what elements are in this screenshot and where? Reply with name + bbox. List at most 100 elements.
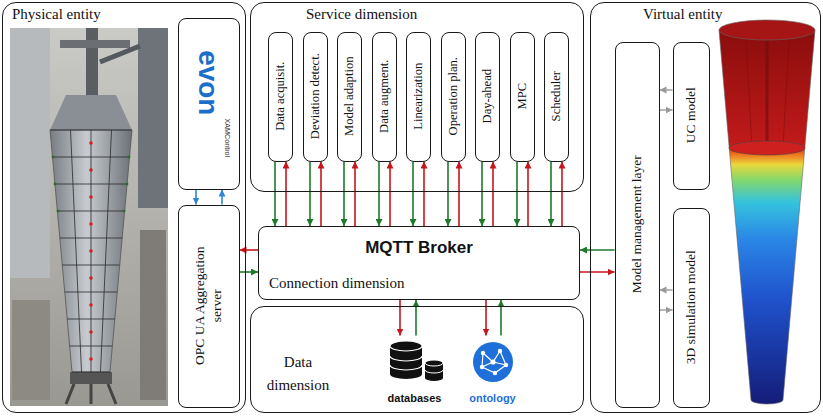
entity-panel: Physical entity evonXAMControlOPC UA Aggr… [2, 2, 246, 413]
illustration-part [480, 349, 508, 375]
rotated-frame: 3D simulation model [674, 209, 708, 406]
illustration-part [504, 363, 508, 367]
illustration-part [50, 130, 132, 372]
dimension-panel: Service dimensionData acquisit. Deviation… [250, 2, 584, 192]
node-text: Model adaption [341, 57, 356, 136]
database-node: databases [378, 336, 452, 408]
node-text: UC model [683, 87, 699, 143]
connector-arrow [274, 162, 276, 227]
illustration-part [89, 303, 93, 307]
rotated-frame: UC model [674, 43, 708, 188]
rotated-frame: Deviation detect. [304, 33, 326, 160]
connector-arrow [550, 162, 552, 227]
illustration-part [52, 156, 131, 213]
service-box: Data augment. [372, 32, 397, 162]
illustration-part [729, 141, 805, 155]
connector-arrow [492, 162, 494, 227]
connector-arrow [580, 249, 615, 251]
illustration-part [89, 249, 93, 253]
automation-box: evonXAMControl [178, 18, 240, 190]
illustration-part [89, 168, 93, 172]
connector-arrow [561, 162, 563, 227]
node-text: evon [194, 50, 222, 115]
connector-arrow [285, 162, 287, 227]
connector-arrow [389, 162, 391, 227]
connector-arrow [195, 190, 197, 205]
illustration-part [482, 351, 506, 373]
illustration-part [480, 365, 484, 369]
model-box: UC model [673, 42, 710, 190]
illustration-part [138, 28, 168, 208]
illustration-part [390, 341, 422, 351]
node-text: Data augment. [376, 59, 391, 132]
illustration-part [123, 210, 126, 213]
service-box: Model adaption [337, 32, 362, 162]
illustration-part [89, 195, 93, 199]
node-text: OPC UA Aggregation server [191, 243, 225, 368]
illustration-part [481, 351, 485, 355]
illustration-part [89, 276, 93, 280]
node-text: Physical entity [12, 6, 101, 23]
illustration-part [473, 342, 513, 382]
service-box: Data acquisit. [268, 32, 293, 162]
illustration-part [70, 372, 112, 384]
illustration-part [89, 141, 93, 145]
rotated-frame: Model management layer [616, 43, 658, 406]
rotated-frame: Scheduler [545, 33, 567, 160]
service-box: Day-ahead [475, 32, 500, 162]
connector-arrow [516, 162, 518, 227]
node-text: Linearization [410, 63, 425, 130]
illustration-part [10, 28, 50, 278]
connector-arrow [240, 271, 259, 273]
node-text: Virtual entity [643, 6, 723, 23]
illustration-part [100, 46, 140, 62]
node-text: Model management layer [629, 155, 645, 293]
connector-arrow [378, 162, 380, 227]
ontology-icon [473, 342, 513, 382]
rotated-frame: Operation plan. [442, 33, 464, 160]
node-text: 3D simulation model [683, 250, 699, 364]
connector-arrow [423, 162, 425, 227]
rotated-frame: OPC UA Aggregation server [179, 206, 238, 406]
ontology-node: ontology [462, 336, 524, 408]
dimension-panel: Data dimension databasesontology [250, 306, 584, 413]
connector-arrow [447, 162, 449, 227]
illustration-part [50, 130, 132, 372]
connector-arrow [221, 190, 223, 205]
illustration-part [498, 349, 502, 353]
connector-arrow [660, 109, 673, 110]
connector-arrow [354, 162, 356, 227]
connector-arrow [481, 162, 483, 227]
node-text: MQTT Broker [365, 238, 473, 258]
connector-arrow [240, 249, 259, 251]
node-text: Data dimension [261, 351, 335, 396]
illustration-part [89, 357, 93, 361]
node-text: Scheduler [548, 71, 563, 121]
illustration-part [12, 300, 50, 400]
layer-box: Model management layer [615, 42, 660, 408]
illustration-part [66, 384, 116, 404]
illustration-part [719, 20, 815, 40]
node-text: XAMControl [223, 118, 232, 157]
rotated-frame: Linearization [407, 33, 429, 160]
node-text: MPC [514, 83, 529, 110]
node-text: Data acquisit. [272, 62, 287, 131]
illustration-part [745, 26, 790, 146]
node-text: Deviation detect. [307, 53, 322, 139]
illustration-part [60, 40, 130, 48]
illustration-part [10, 28, 168, 406]
illustration-part [490, 359, 495, 364]
rotated-frame: Data augment. [373, 33, 395, 160]
service-box: Deviation detect. [303, 32, 328, 162]
illustration-part [89, 222, 93, 226]
service-box: MPC [510, 32, 535, 162]
illustration-part [140, 230, 166, 400]
node-text: Service dimension [306, 6, 417, 23]
entity-panel: Virtual entityModel management layer UC m… [590, 2, 821, 413]
service-box: Operation plan. [441, 32, 466, 162]
rotated-frame: evonXAMControl [179, 19, 238, 188]
illustration-part [425, 360, 443, 366]
illustration-part [766, 22, 769, 146]
database-icon [390, 341, 443, 381]
